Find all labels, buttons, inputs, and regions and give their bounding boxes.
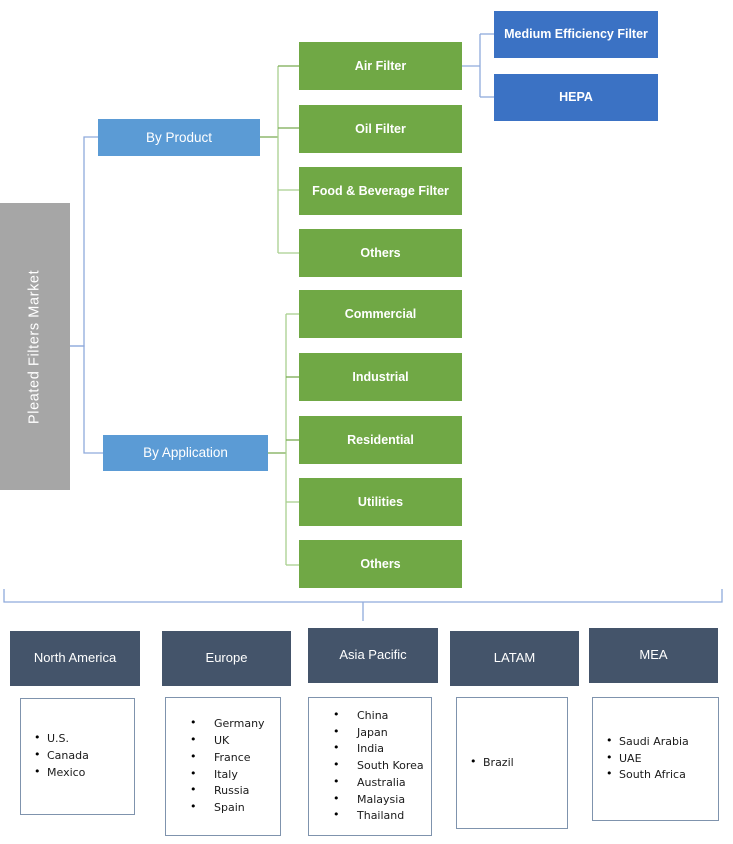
region-header-label: Europe xyxy=(205,650,248,666)
segment-node-oil-filter[interactable]: Oil Filter xyxy=(299,105,462,153)
subtype-label: HEPA xyxy=(559,90,593,105)
segment-node-residential[interactable]: Residential xyxy=(299,416,462,464)
list-item: China xyxy=(333,707,431,725)
root-node-label: Pleated Filters Market xyxy=(26,269,43,424)
region-country-list-latam: Brazil xyxy=(456,697,568,829)
segment-label: Oil Filter xyxy=(355,121,406,136)
segment-node-others-application[interactable]: Others xyxy=(299,540,462,588)
region-country-list-europe: Germany UK France Italy Russia Spain xyxy=(165,697,281,836)
region-header-asia-pacific[interactable]: Asia Pacific xyxy=(308,628,438,683)
subtype-label: Medium Efficiency Filter xyxy=(504,27,648,42)
region-header-label: Asia Pacific xyxy=(339,647,407,663)
segment-label: Food & Beverage Filter xyxy=(312,183,449,198)
country-list: Germany UK France Italy Russia Spain xyxy=(166,715,280,817)
list-item: Japan xyxy=(333,724,431,742)
list-item: Italy xyxy=(190,766,280,784)
list-item: Russia xyxy=(190,782,280,800)
category-label: By Application xyxy=(143,445,228,461)
segment-node-utilities[interactable]: Utilities xyxy=(299,478,462,526)
category-node-by-application[interactable]: By Application xyxy=(103,435,268,471)
subtype-node-hepa[interactable]: HEPA xyxy=(494,74,658,121)
segment-label: Residential xyxy=(347,432,414,447)
list-item: South Korea xyxy=(333,757,431,775)
region-header-label: North America xyxy=(33,650,117,666)
region-country-list-north-america: U.S. Canada Mexico xyxy=(20,698,135,815)
list-item: UAE xyxy=(606,750,718,768)
list-item: India xyxy=(333,740,431,758)
country-list: Brazil xyxy=(457,754,567,772)
region-country-list-mea: Saudi Arabia UAE South Africa xyxy=(592,697,719,821)
country-list: U.S. Canada Mexico xyxy=(21,730,134,782)
list-item: UK xyxy=(190,732,280,750)
segment-node-air-filter[interactable]: Air Filter xyxy=(299,42,462,90)
list-item: Canada xyxy=(34,747,134,765)
list-item: Malaysia xyxy=(333,791,431,809)
country-list: China Japan India South Korea Australia … xyxy=(309,707,431,825)
list-item: Australia xyxy=(333,774,431,792)
list-item: Thailand xyxy=(333,807,431,825)
region-header-europe[interactable]: Europe xyxy=(162,631,291,686)
region-header-label: MEA xyxy=(639,647,668,663)
list-item: Mexico xyxy=(34,764,134,782)
segment-label: Others xyxy=(360,245,401,260)
segment-label: Others xyxy=(360,556,401,571)
region-country-list-asia-pacific: China Japan India South Korea Australia … xyxy=(308,697,432,836)
list-item: U.S. xyxy=(34,730,134,748)
subtype-node-medium-efficiency-filter[interactable]: Medium Efficiency Filter xyxy=(494,11,658,58)
category-label: By Product xyxy=(145,129,213,145)
region-header-mea[interactable]: MEA xyxy=(589,628,718,683)
segment-node-industrial[interactable]: Industrial xyxy=(299,353,462,401)
root-node-pleated-filters-market: Pleated Filters Market xyxy=(0,203,70,490)
list-item: Spain xyxy=(190,799,280,817)
country-list: Saudi Arabia UAE South Africa xyxy=(593,733,718,784)
segment-label: Air Filter xyxy=(354,58,407,73)
segment-node-others-product[interactable]: Others xyxy=(299,229,462,277)
segment-label: Utilities xyxy=(357,494,404,509)
segment-label: Industrial xyxy=(352,369,409,384)
region-header-label: LATAM xyxy=(493,650,536,666)
region-header-north-america[interactable]: North America xyxy=(10,631,140,686)
segment-label: Commercial xyxy=(344,306,417,321)
list-item: Germany xyxy=(190,715,280,733)
list-item: South Africa xyxy=(606,766,718,784)
list-item: Brazil xyxy=(470,754,567,772)
segment-node-commercial[interactable]: Commercial xyxy=(299,290,462,338)
region-header-latam[interactable]: LATAM xyxy=(450,631,579,686)
list-item: Saudi Arabia xyxy=(606,733,718,751)
segment-node-food-beverage-filter[interactable]: Food & Beverage Filter xyxy=(299,167,462,215)
list-item: France xyxy=(190,749,280,767)
category-node-by-product[interactable]: By Product xyxy=(98,119,260,156)
